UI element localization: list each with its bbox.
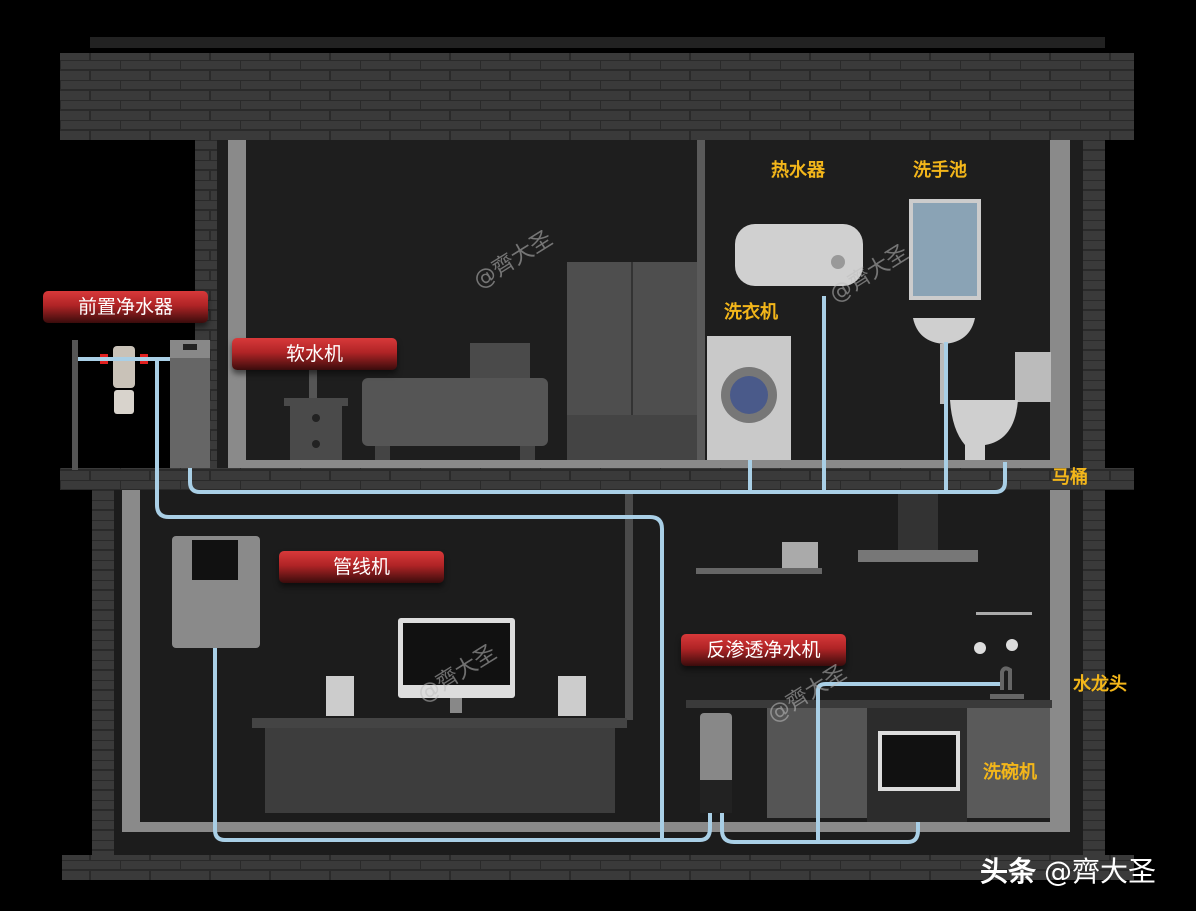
footer-handle: @齊大圣: [1044, 855, 1157, 888]
kitchen-countertop: [686, 700, 1052, 708]
lower-room-floor-trim: [122, 822, 1070, 832]
range-hood: [858, 490, 978, 562]
ground-slab: [62, 855, 1134, 880]
lower-right-wall: [1083, 490, 1105, 855]
pipeline-dispenser-label: 管线机: [279, 551, 444, 583]
oven: [867, 708, 967, 822]
washing-machine-device: [707, 336, 791, 460]
lower-divider-wall: [625, 490, 633, 720]
wardrobe: [567, 262, 697, 460]
washing-machine-label: 洗衣机: [724, 302, 778, 323]
water-softener-device: [170, 340, 210, 468]
utensils: [974, 612, 1032, 654]
toilet-label: 马桶: [1052, 467, 1088, 488]
upper-room-frame-left: [228, 140, 246, 468]
pre-filter-device: [100, 346, 148, 414]
middle-floor-slab: [60, 468, 1134, 490]
pipe-main-down: [155, 359, 664, 838]
toilet-device: [950, 352, 1051, 460]
roof-brick-band: [60, 53, 1134, 140]
pipe-ro-out: [720, 813, 920, 844]
ro-purifier-label: 反渗透净水机: [681, 634, 846, 666]
lower-room-frame-right: [1050, 490, 1070, 832]
water-heater-device: [735, 224, 863, 286]
pipe-upper-distribution: [188, 462, 1007, 494]
tv-cabinet: [252, 718, 627, 813]
roof-top-strip: [90, 37, 1105, 48]
ro-purifier-device: [700, 713, 732, 813]
pipe-faucet: [816, 682, 1000, 842]
lower-left-wall: [92, 490, 114, 855]
water-heater-label: 热水器: [771, 160, 825, 181]
lower-room-frame-left: [122, 490, 140, 832]
pre-filter-label: 前置净水器: [43, 291, 208, 323]
faucet-device: [990, 666, 1024, 699]
filter-stand: [72, 340, 78, 470]
dish-rack: [696, 542, 822, 574]
upper-room-floor-trim: [228, 460, 1070, 468]
upper-divider-wall: [697, 140, 705, 460]
bed: [362, 343, 548, 460]
tv: [398, 618, 515, 713]
upper-right-wall: [1083, 140, 1105, 470]
footer-credit: 头条@齊大圣: [980, 850, 1156, 890]
footer-platform: 头条: [980, 855, 1037, 888]
upper-room-frame-right: [1050, 140, 1070, 468]
water-pipes: [78, 296, 1007, 844]
softener-label: 软水机: [232, 338, 397, 370]
pipeline-dispenser-device: [172, 536, 260, 648]
speakers: [326, 676, 586, 716]
wash-basin-label: 洗手池: [913, 160, 967, 181]
pipe-dispenser: [213, 648, 712, 842]
faucet-label: 水龙头: [1073, 674, 1127, 695]
dishwasher-device: [967, 708, 1050, 818]
mirror: [909, 199, 981, 300]
dishwasher-label: 洗碗机: [983, 762, 1037, 783]
